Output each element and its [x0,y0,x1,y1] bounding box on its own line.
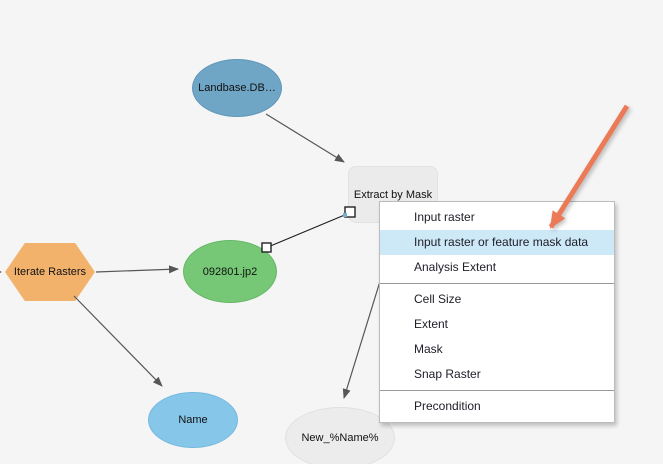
connection-drag-line[interactable] [267,213,348,248]
node-tool-label: Extract by Mask [353,188,433,201]
node-iterate-rasters[interactable]: Iterate Rasters [5,243,95,301]
menu-item-analysis-extent[interactable]: Analysis Extent [414,260,497,274]
node-name-label: Name [178,414,208,426]
connector-landbase-to-tool[interactable] [265,113,345,163]
menu-item-input-raster-or-feature-mask-data[interactable]: Input raster or feature mask data [380,230,614,255]
node-landbase-data[interactable]: Landbase.DB… [192,59,282,117]
menu-item-cell-size[interactable]: Cell Size [414,292,462,306]
node-raster-label: 092801.jp2 [202,265,258,278]
menu-item-precondition[interactable]: Precondition [414,399,481,413]
node-raster-092801[interactable]: 092801.jp2 [183,240,277,303]
menu-item-input-raster[interactable]: Input raster [414,210,475,224]
connector-iterate-to-name[interactable] [73,295,163,387]
node-output-new-name[interactable]: New_%Name% [285,407,395,464]
node-name-variable[interactable]: Name [148,392,238,448]
menu-separator [380,390,614,391]
node-landbase-label: Landbase.DB… [198,82,276,94]
context-menu: Input raster Input raster or feature mas… [379,201,615,423]
menu-item-mask[interactable]: Mask [414,342,443,356]
node-iterate-rasters-label: Iterate Rasters [13,266,87,278]
menu-separator [380,283,614,284]
node-output-label: New_%Name% [301,432,379,444]
menu-item-extent[interactable]: Extent [414,317,449,331]
menu-item-snap-raster[interactable]: Snap Raster [414,367,481,381]
connection-snap-dot [343,213,347,217]
connector-iterate-to-raster[interactable] [95,265,179,274]
